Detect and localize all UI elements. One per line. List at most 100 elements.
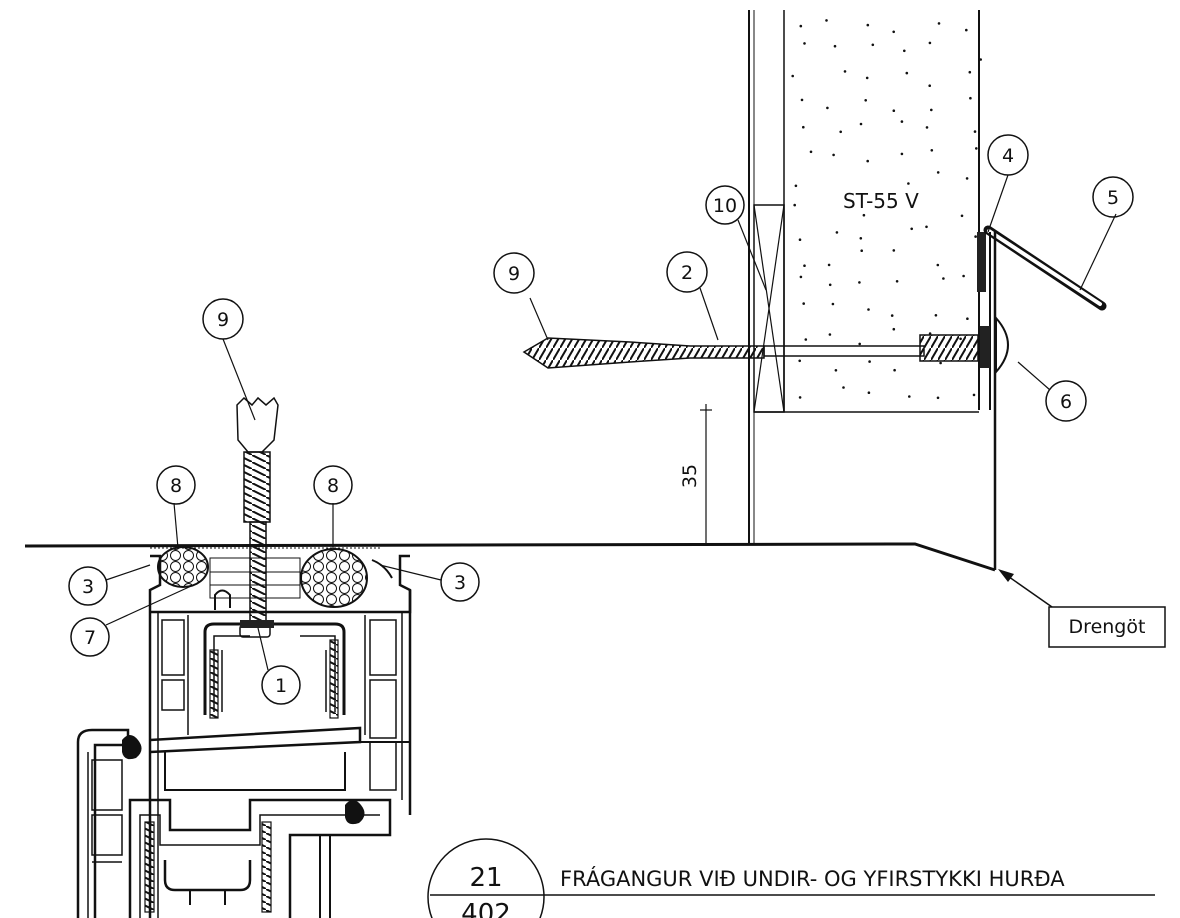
insulation-dot: [939, 361, 942, 365]
timber-block: [753, 204, 785, 413]
insulation-dot: [791, 74, 794, 78]
callout-10: 10: [705, 185, 745, 225]
insulation-dot: [839, 130, 842, 134]
insulation-dot: [842, 386, 845, 389]
insulation-dot: [858, 281, 861, 284]
insulation-dot: [862, 213, 866, 217]
callout-9-wall: 9: [493, 252, 535, 294]
insulation-dots: [791, 19, 982, 400]
insulation-dot: [928, 84, 931, 87]
leader-lines: [105, 174, 1117, 671]
insulation-dot: [925, 225, 928, 229]
callout-7-label: 7: [84, 627, 96, 649]
insulation-dot: [859, 122, 863, 126]
drain-label: Drengöt: [1069, 616, 1146, 638]
wall-screw: [522, 315, 1009, 375]
wall-type-label: ST-55 V: [843, 189, 919, 213]
insulation-dot: [930, 149, 934, 152]
insulation-dot: [867, 391, 871, 395]
insulation-dot: [866, 23, 870, 27]
callout-1-label: 1: [275, 675, 287, 697]
callout-3-label: 3: [82, 576, 94, 598]
insulation-dot: [825, 19, 828, 22]
insulation-dot: [907, 182, 910, 185]
insulation-dot: [972, 393, 976, 397]
insulation-dot: [868, 360, 871, 363]
insulation-dot: [865, 76, 869, 80]
insulation-dot: [974, 235, 977, 238]
insulation-dot: [892, 249, 896, 252]
insulation-dot: [803, 264, 806, 268]
callout-4-label: 4: [1002, 145, 1014, 167]
insulation-dot: [973, 130, 977, 133]
callout-8-right: 8: [313, 465, 353, 505]
insulation-dot: [793, 203, 796, 207]
door-frame-profile: [148, 554, 412, 918]
insulation-dot: [900, 152, 904, 156]
callout-5-label: 5: [1107, 187, 1119, 209]
insulation-dot: [903, 49, 906, 53]
insulation-dot: [826, 106, 829, 110]
detail-title-block: 21 402 FRÁGANGUR VIÐ UNDIR- OG YFIRSTYKK…: [427, 838, 1155, 918]
insulation-dot: [828, 283, 832, 287]
insulation-dot: [835, 231, 839, 234]
callout-1: 1: [261, 665, 301, 705]
insulation-dot: [828, 333, 832, 336]
insulation-dot: [800, 98, 804, 102]
insulation-dot: [890, 314, 894, 317]
insulation-dot: [930, 108, 933, 112]
callout-3-right: 3: [440, 562, 480, 602]
insulation-dot: [799, 275, 803, 279]
sill-line: [24, 542, 996, 572]
callout-3-left: 3: [68, 566, 108, 606]
insulation-dot: [966, 317, 969, 321]
insulation-dot: [802, 125, 805, 129]
insulation-dot: [833, 44, 837, 48]
insulation-dot: [804, 338, 808, 341]
insulation-dot: [936, 171, 940, 174]
callout-10-label: 10: [713, 195, 737, 217]
insulation-dot: [936, 263, 940, 267]
insulation-dot: [867, 308, 870, 311]
insulation-dot: [975, 147, 978, 150]
insulation-dot: [934, 314, 938, 317]
insulation-dot: [799, 24, 803, 28]
insulation-dot: [928, 41, 932, 45]
insulation-dot: [809, 150, 813, 154]
insulation-dot: [794, 184, 798, 188]
callout-9-label: 9: [508, 263, 520, 285]
door-leaf-profile: [76, 639, 392, 918]
insulation-dot: [936, 396, 940, 400]
callout-9-label: 9: [217, 309, 229, 331]
insulation-dot: [798, 238, 802, 241]
callout-5: 5: [1092, 176, 1134, 218]
insulation-dot: [798, 396, 802, 399]
wall-panel: [748, 10, 982, 545]
insulation-dot: [962, 274, 965, 278]
insulation-dot: [892, 327, 896, 331]
insulation-dot: [937, 22, 941, 25]
insulation-dot: [871, 43, 875, 47]
insulation-dot: [834, 369, 838, 372]
dimension-35: 35: [679, 404, 712, 545]
insulation-dot: [843, 70, 847, 73]
callout-9-sill: 9: [202, 298, 244, 340]
insulation-dot: [802, 302, 805, 305]
callout-6: 6: [1045, 380, 1087, 422]
insulation-dot: [803, 42, 806, 45]
insulation-dot: [866, 159, 869, 163]
callout-8-left: 8: [156, 465, 196, 505]
callout-8-label: 8: [170, 475, 182, 497]
callout-2-label: 2: [681, 262, 693, 284]
dimension-label: 35: [679, 464, 701, 488]
flashing: [977, 225, 1107, 570]
callout-8-label: 8: [327, 475, 339, 497]
insulation-dot: [832, 153, 835, 157]
insulation-dot: [900, 120, 904, 123]
backer-rods: [157, 546, 368, 608]
insulation-dot: [965, 28, 968, 32]
insulation-dot: [893, 368, 896, 372]
insulation-dot: [831, 302, 835, 306]
insulation-dot: [979, 58, 982, 61]
